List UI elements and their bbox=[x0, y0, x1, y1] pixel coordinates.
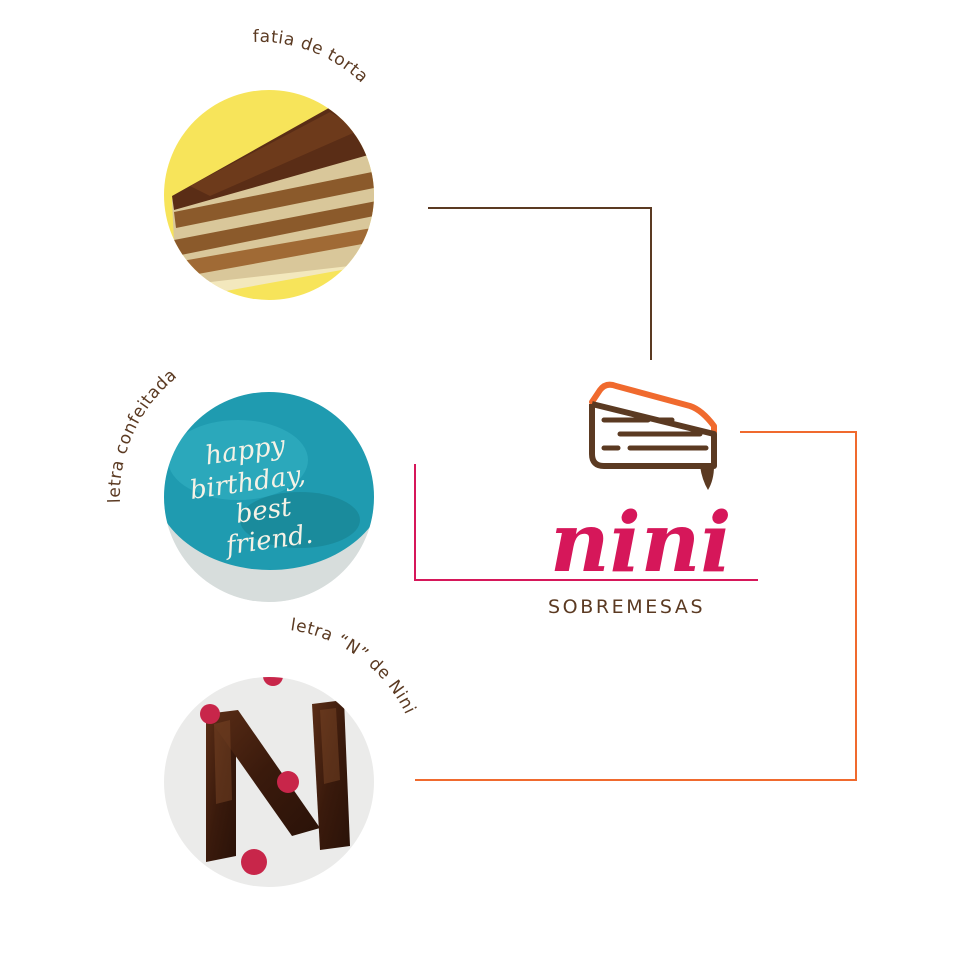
label-slice: fatia de torta bbox=[253, 27, 373, 88]
connector-pink bbox=[414, 464, 758, 581]
cake-slice-logo-icon bbox=[589, 381, 717, 490]
connector-brown bbox=[428, 207, 652, 360]
photo-lettered-cake: happy birthday, best friend. bbox=[164, 392, 374, 602]
photo-n-cake bbox=[164, 677, 374, 887]
photo-slice-torte bbox=[164, 90, 374, 300]
brand-name: nini bbox=[550, 495, 732, 591]
connector-orange bbox=[415, 431, 857, 781]
brand-subtitle: SOBREMESAS bbox=[548, 596, 705, 618]
